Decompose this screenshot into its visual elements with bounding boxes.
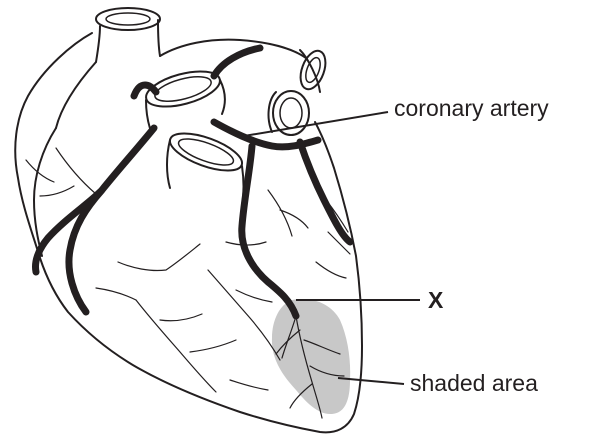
coronary-leader-line — [244, 112, 388, 136]
coronary-artery-label: coronary artery — [394, 97, 549, 120]
shaded-area-label: shaded area — [410, 372, 538, 395]
shaded-leader-line — [338, 378, 404, 384]
x-label: X — [428, 289, 443, 312]
